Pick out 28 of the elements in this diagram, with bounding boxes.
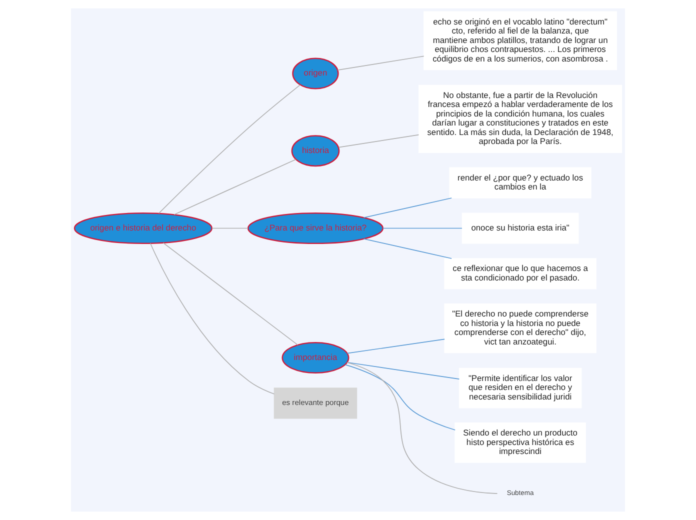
connector [338, 134, 420, 148]
node-box: es relevante porque [274, 388, 358, 419]
connector [346, 362, 498, 494]
connector [174, 159, 296, 216]
node-box: "El derecho no puede comprenderse co historia y la historia no puede comprenderse con el derecho" dijo, vict tan anzoategui. [444, 304, 596, 354]
node-ellipse: origen [292, 58, 339, 90]
node-ellipse: importancia [282, 342, 350, 374]
node-ellipse: historia [291, 135, 340, 167]
node-ellipse: origen e historia del derecho [74, 212, 212, 244]
node-box: echo se originó en el vocablo latino "derectum" cto, referido al fiel de la balanza, que mantiene ambos platillos, tratando de lograr un equilibrio chos contrapuestos. ... Los primeros códigos de en a los sumerios, con asombrosa . [424, 11, 617, 70]
node-ellipse: ¿Para que sirve la historia? [247, 212, 384, 244]
node-box: render el ¿por que? y ectuado los cambios en la [449, 167, 592, 198]
node-box: ce reflexionar que lo que hacemos a sta condicionado por el pasado. [444, 258, 596, 290]
connector [382, 228, 462, 229]
node-box: No obstante, fue a partir de la Revolución francesa empezó a hablar verdaderamente de los principios de la condición humana, los cuales darían lugar a constituciones y tratados en este sentido. La más sin duda, la Declaración de 1948, aprobada por la París. [418, 84, 622, 153]
connector [363, 198, 452, 218]
connector [150, 242, 275, 394]
connector [344, 364, 456, 430]
connector [363, 238, 452, 259]
connector [158, 84, 301, 214]
node-box: onoce su historia esta iria" [462, 212, 579, 244]
connector [346, 338, 445, 354]
connector [346, 362, 460, 380]
connector [212, 228, 248, 229]
node-box: Siendo el derecho un producto histo perspectiva histórica es imprescindi [454, 422, 586, 463]
connector [337, 56, 424, 70]
node-box: "Permite identificar los valor que residen en el derecho y necesaria sensibilidad juridi [458, 368, 582, 408]
connector [162, 242, 298, 346]
